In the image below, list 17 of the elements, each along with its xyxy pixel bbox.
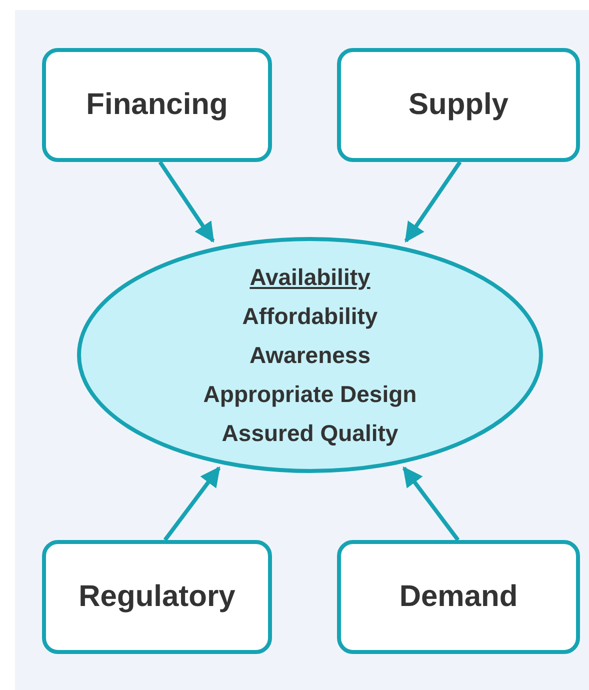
heading-text: Availability xyxy=(250,262,370,292)
arrow xyxy=(158,160,215,243)
category-box xyxy=(337,540,580,654)
category-box xyxy=(42,48,272,162)
box-label: Demand xyxy=(399,580,518,614)
category-box xyxy=(337,48,580,162)
box-label: Regulatory xyxy=(78,580,236,614)
category-box xyxy=(42,540,272,654)
arrow xyxy=(404,160,462,243)
arrow xyxy=(402,466,460,542)
list-item-text: Affordability xyxy=(242,302,378,331)
arrow xyxy=(163,466,221,542)
box-label: Financing xyxy=(86,88,228,122)
list-item-text: Appropriate Design xyxy=(203,380,417,409)
box-label: Supply xyxy=(408,88,508,122)
list-item-text: Assured Quality xyxy=(222,418,398,448)
list-item-text: Awareness xyxy=(249,340,371,370)
